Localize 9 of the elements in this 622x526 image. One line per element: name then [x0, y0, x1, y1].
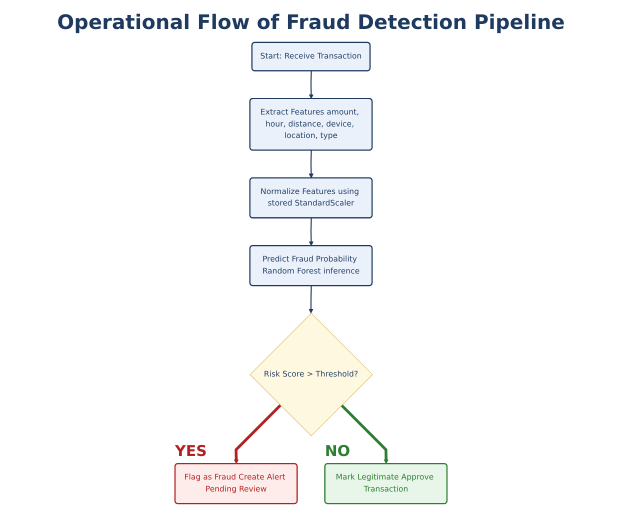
- arrow: [340, 404, 389, 464]
- diagram-title: Operational Flow of Fraud Detection Pipeline: [56, 10, 566, 34]
- arrow: [308, 218, 314, 246]
- arrow: [308, 71, 314, 99]
- arrow: [308, 150, 314, 178]
- arrow: [308, 286, 314, 314]
- branch-label: YES: [175, 442, 207, 460]
- branch-label: NO: [324, 442, 350, 460]
- arrow: [234, 404, 282, 464]
